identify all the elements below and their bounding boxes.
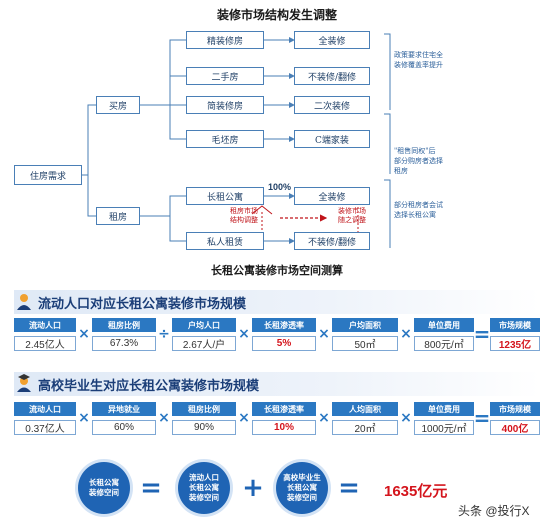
result-second-decoration: 二次装修 [294,96,370,114]
summary-circle-migrants: 流动人口长租公寓装修空间 [178,462,230,514]
s1-op-1: × [78,326,90,342]
s1-label-market-size: 市场规模 [490,318,540,332]
s2-op-3: × [238,410,250,426]
result-rent-full-decoration: 全装修 [294,187,370,205]
s2-value-penetration: 10% [252,420,316,435]
share-label: 100% [268,182,292,192]
connector-lines [82,33,391,248]
s2-label-rent-ratio: 租房比例 [172,402,236,416]
diagram-title: 装修市场结构发生调整 [216,8,337,22]
s1-value-household: 2.67人/户 [172,336,236,351]
long-rent-choice-note: 部分租房者会试选择长租公寓 [394,201,443,219]
s1-op-eq: = [473,322,491,346]
s1-value-rent-ratio: 67.3% [92,336,156,351]
section1-formula: 流动人口 2.45亿人 × 租房比例 67.3% ÷ 户均人口 2.67人/户 … [14,318,540,354]
s1-op-5: × [400,326,412,342]
s2-op-5: × [400,410,412,426]
section2-heading: 高校毕业生对应长租公寓装修市场规模 [38,378,260,394]
s2-op-4: × [318,410,330,426]
rent-market-adjust-note: 租房市场结构调整 [230,207,258,224]
node-simple-decorated: 简装修房 [186,96,264,114]
s2-value-area: 20㎡ [332,420,398,435]
summary-plus: + [242,473,264,503]
s1-op-3: × [238,326,250,342]
result-rent-no-renovation: 不装修/翻修 [294,232,370,250]
s2-op-2: × [158,410,170,426]
summary-equals-2: = [338,473,360,503]
summary-circle-total: 长租公寓装修空间 [78,462,130,514]
policy-note: 政策要求住宅全装修覆盖率提升 [394,51,443,69]
rent-buy-equal-note: "租售同权"后部分购房者选择租房 [394,147,443,175]
s1-label-rent-ratio: 租房比例 [92,318,156,332]
node-private-rental: 私人租赁 [186,232,264,250]
s1-op-2: ÷ [158,326,170,342]
watermark: 头条 @投行X [458,504,530,518]
summary-total: 1635亿元 [384,483,448,500]
node-housing-demand: 住房需求 [14,165,82,185]
decoration-market-adjust-note: 装修市场随之调整 [338,207,366,224]
section2-formula: 流动人口 0.37亿人 × 异地就业 60% × 租房比例 90% × 长租渗透… [14,402,540,438]
s2-op-eq: = [473,406,491,430]
section1-heading: 流动人口对应长租公寓装修市场规模 [38,296,247,312]
node-bare-shell: 毛坯房 [186,130,264,148]
s1-label-household: 户均人口 [172,318,236,332]
s1-label-area: 户均面积 [332,318,398,332]
s2-op-1: × [78,410,90,426]
node-buy: 买房 [96,96,140,114]
graduate-icon [17,374,31,392]
summary-circle-graduates: 高校毕业生长租公寓装修空间 [276,462,328,514]
calc-title: 长租公寓装修市场空间测算 [211,264,343,277]
section1-header: 流动人口对应长租公寓装修市场规模 [14,288,540,314]
s1-value-unit-cost: 800元/㎡ [414,336,474,351]
node-long-rent-apartment: 长租公寓 [186,187,264,205]
node-rent: 租房 [96,207,140,225]
s2-label-area: 人均面积 [332,402,398,416]
result-c-end-home: C端家装 [294,130,370,148]
s2-label-offsite-job: 异地就业 [92,402,156,416]
people-icon [17,294,31,310]
s1-value-penetration: 5% [252,336,316,351]
s1-value-area: 50㎡ [332,336,398,351]
s1-label-migrants: 流动人口 [14,318,76,332]
s2-label-penetration: 长租渗透率 [252,402,316,416]
s2-label-unit-cost: 单位费用 [414,402,474,416]
s1-op-4: × [318,326,330,342]
summary-equals: = [140,473,162,503]
s1-label-unit-cost: 单位费用 [414,318,474,332]
s1-value-market-size: 1235亿 [490,336,540,351]
s2-value-offsite-job: 60% [92,420,156,435]
node-second-hand: 二手房 [186,67,264,85]
section2-header: 高校毕业生对应长租公寓装修市场规模 [14,370,540,396]
node-fine-decorated: 精装修房 [186,31,264,49]
s2-value-rent-ratio: 90% [172,420,236,435]
s2-value-migrants: 0.37亿人 [14,420,76,435]
s2-label-market-size: 市场规模 [490,402,540,416]
s2-value-market-size: 400亿 [490,420,540,435]
s1-label-penetration: 长租渗透率 [252,318,316,332]
s2-label-migrants: 流动人口 [14,402,76,416]
result-no-renovation: 不装修/翻修 [294,67,370,85]
s2-value-unit-cost: 1000元/㎡ [414,420,474,435]
result-full-decoration: 全装修 [294,31,370,49]
s1-value-migrants: 2.45亿人 [14,336,76,351]
